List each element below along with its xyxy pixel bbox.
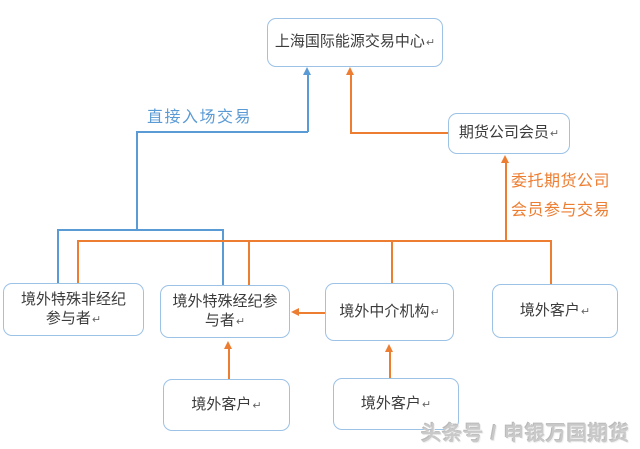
connector-line xyxy=(77,240,552,242)
node-intermediary: 境外中介机构↵ xyxy=(325,283,454,341)
arrowhead-up-into-futures-member xyxy=(501,155,509,163)
connector-line xyxy=(136,131,138,230)
return-mark: ↵ xyxy=(91,313,102,326)
connector-line xyxy=(136,131,308,133)
connector-line xyxy=(57,229,224,231)
connector-line xyxy=(248,240,250,285)
return-mark: ↵ xyxy=(252,399,262,412)
node-label: 境外中介机构 xyxy=(339,302,430,320)
edge-label-direct-entry: 直接入场交易 xyxy=(147,109,253,126)
watermark-text: 头条号 / 申银万国期货 xyxy=(421,423,630,445)
node-client-under-brokerage: 境外客户↵ xyxy=(163,379,290,431)
arrowhead-up-into-exchange-blue xyxy=(303,67,311,75)
node-label: 期货公司会员 xyxy=(458,124,549,141)
edge-label-entrust: 委托期货公司 会员参与交易 xyxy=(511,167,610,225)
connector-line xyxy=(222,229,224,285)
node-label: 境外特殊经纪参与者 xyxy=(172,292,278,329)
return-mark: ↵ xyxy=(549,128,560,140)
node-label: 境外客户 xyxy=(191,395,252,413)
connector-line xyxy=(391,240,393,283)
connector-line xyxy=(550,240,552,284)
connector-line xyxy=(505,162,507,241)
return-mark: ↵ xyxy=(430,306,440,319)
connector-line xyxy=(77,240,79,283)
return-mark: ↵ xyxy=(580,305,591,318)
return-mark: ↵ xyxy=(235,315,246,328)
node-special-brokerage: 境外特殊经纪参与者↵ xyxy=(160,285,290,338)
return-mark: ↵ xyxy=(425,37,436,49)
node-exchange: 上海国际能源交易中心↵ xyxy=(267,18,443,67)
node-client-under-intermediary: 境外客户↵ xyxy=(333,378,459,430)
arrowhead-left-into-special-brokerage xyxy=(291,308,299,316)
node-client-right: 境外客户↵ xyxy=(492,284,618,338)
node-label: 上海国际能源交易中心 xyxy=(274,33,425,50)
node-label: 境外客户 xyxy=(360,394,421,412)
arrowhead-up-into-special-brokerage xyxy=(224,341,232,349)
edge-label-entrust-line1: 委托期货公司 xyxy=(511,173,611,190)
connector-line xyxy=(350,74,352,133)
arrowhead-up-into-intermediary xyxy=(385,344,393,352)
node-label: 境外特殊非经纪参与者 xyxy=(20,290,126,327)
arrowhead-up-into-exchange-orange xyxy=(346,67,354,75)
node-futures-member: 期货公司会员↵ xyxy=(448,113,570,154)
connector-line xyxy=(228,348,230,379)
node-label: 境外客户 xyxy=(519,301,580,319)
edge-label-entrust-line2: 会员参与交易 xyxy=(511,202,611,219)
connector-line xyxy=(350,132,448,134)
connector-line xyxy=(307,74,309,132)
connector-line xyxy=(57,229,59,283)
connector-line xyxy=(389,351,391,378)
return-mark: ↵ xyxy=(421,398,432,411)
connector-line xyxy=(298,312,325,314)
node-special-non-brokerage: 境外特殊非经纪参与者↵ xyxy=(3,283,144,336)
